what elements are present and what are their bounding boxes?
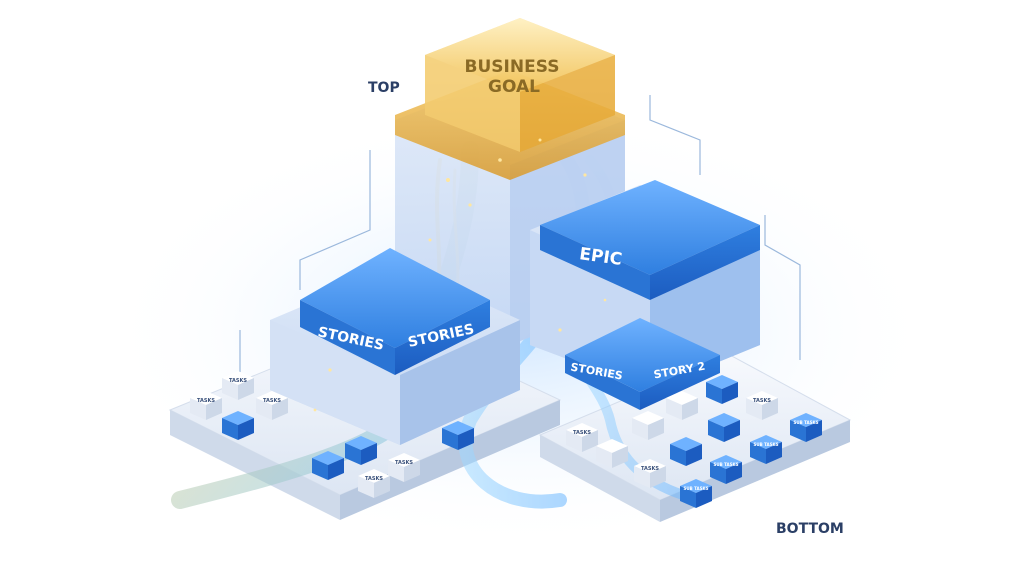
- story-2-block: [565, 318, 720, 410]
- connector-lines: [239, 95, 801, 380]
- bottom-label: BOTTOM: [776, 521, 844, 537]
- blue-cube: [706, 375, 738, 404]
- blue-cube: [790, 413, 822, 442]
- business-goal-label-line1: BUSINESS: [465, 57, 560, 77]
- task-cube: [358, 469, 390, 498]
- task-cube: [388, 453, 420, 482]
- sparkles: [313, 138, 607, 412]
- task-cube: [632, 411, 664, 440]
- stories-block-left: [270, 248, 520, 445]
- top-label: TOP: [368, 80, 400, 96]
- left-task-cubes: TASKS TASKS TASKS: [190, 371, 474, 498]
- task-label: TASKS: [641, 466, 659, 472]
- task-label: TASKS: [573, 430, 591, 436]
- business-goal-label-line2: GOAL: [488, 77, 540, 97]
- blue-cube: [680, 479, 712, 508]
- right-task-cubes: TASKS SUB TASKS TASKS: [566, 375, 822, 508]
- task-label: TASKS: [263, 398, 281, 404]
- task-label: TASKS: [229, 378, 247, 384]
- blue-cube: [708, 413, 740, 442]
- task-cube: [746, 391, 778, 420]
- blue-cube: [345, 436, 377, 465]
- sub-task-label: SUB TASKS: [714, 462, 739, 467]
- sub-task-label: SUB TASKS: [794, 420, 819, 425]
- blue-cube: [442, 421, 474, 450]
- task-label: TASKS: [197, 398, 215, 404]
- sub-task-label: SUB TASKS: [754, 442, 779, 447]
- blue-cube: [222, 411, 254, 440]
- task-cube: [666, 391, 698, 420]
- task-label: TASKS: [365, 476, 383, 482]
- task-cube: [566, 423, 598, 452]
- task-cube: [222, 371, 254, 400]
- task-cube: [256, 391, 288, 420]
- blue-cube: [750, 435, 782, 464]
- sub-task-label: SUB TASKS: [684, 486, 709, 491]
- task-cube: [596, 439, 628, 468]
- task-cube: [634, 459, 666, 488]
- blue-cube: [710, 455, 742, 484]
- task-cube: [190, 391, 222, 420]
- blue-cube: [670, 437, 702, 466]
- task-label: TASKS: [753, 398, 771, 404]
- blue-cube: [312, 451, 344, 480]
- task-label: TASKS: [395, 460, 413, 466]
